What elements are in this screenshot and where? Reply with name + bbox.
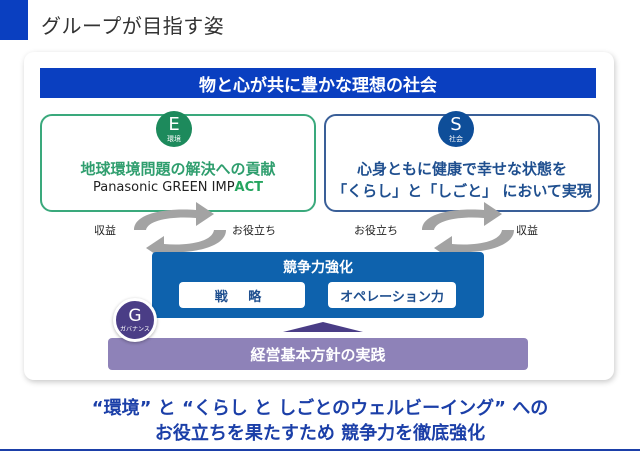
vision-banner: 物と心が共に豊かな理想の社会: [40, 68, 596, 98]
cycle-arrow-upper: [422, 202, 502, 230]
summary-line-2: お役立ちを果たすため 競争力を徹底強化: [154, 423, 486, 444]
cycle-arrows-icon-left: [134, 202, 226, 260]
cycle-arrow-lower: [434, 230, 514, 260]
environment-badge-letter: E: [168, 113, 180, 135]
governance-badge: G ガバナンス: [113, 298, 157, 342]
environment-subtitle: Panasonic GREEN IMPACT: [42, 180, 314, 195]
competitiveness-title: 競争力強化: [283, 260, 353, 276]
green-impact-emphasis: ACT: [234, 180, 264, 195]
revenue-label-left: 収益: [94, 224, 116, 237]
governance-badge-label: ガバナンス: [120, 325, 150, 333]
management-policy-bar: 経営基本方針の実践: [108, 338, 528, 370]
society-badge: S 社会: [438, 111, 474, 147]
environment-badge-label: 環境: [167, 134, 181, 143]
society-line-2: 「くらし」と「しごと」 において実現: [332, 182, 592, 200]
bottom-divider: [0, 449, 640, 451]
cycle-arrow-upper: [134, 202, 214, 230]
society-badge-label: 社会: [449, 134, 463, 143]
environment-title: 地球環境問題の解決への貢献: [80, 160, 276, 178]
summary-line-1: “環境” と “くらし と しごとのウェルビーイング” への: [91, 398, 549, 419]
society-badge-letter: S: [450, 113, 462, 135]
operations-pill: オペレーション力: [328, 282, 456, 308]
governance-badge-letter: G: [128, 305, 142, 326]
contribution-label-right: お役立ち: [354, 224, 398, 237]
revenue-label-right: 収益: [516, 224, 538, 237]
contribution-label-left: お役立ち: [232, 224, 276, 237]
support-triangle: [283, 322, 363, 332]
cycle-arrows-icon-right: [422, 202, 514, 260]
strategy-pill: 戦 略: [179, 282, 305, 308]
cycle-arrow-lower: [146, 230, 226, 260]
page-title: グループが目指す姿: [41, 14, 225, 38]
green-impact-text: Panasonic GREEN IMP: [92, 180, 235, 195]
society-line-1: 心身ともに健康で幸せな状態を: [356, 160, 567, 178]
accent-bar: [0, 0, 28, 40]
environment-badge: E 環境: [156, 111, 192, 147]
